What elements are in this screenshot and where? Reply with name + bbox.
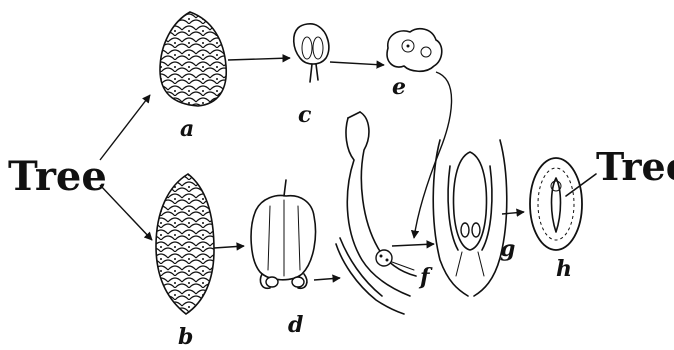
ovule-section-f [336,112,416,314]
label-e: e [392,74,406,100]
ovule-g [433,140,507,296]
label-d: d [288,312,303,338]
arrow-tree-to-a [100,95,150,160]
tree-left-label: Tree [8,153,107,200]
label-a: a [180,116,194,142]
arrow-d-to-f [314,278,340,280]
label-b: b [178,324,193,350]
label-g: g [500,236,515,262]
tree-right-label: Tree [596,144,674,189]
seed-h [530,158,596,250]
arrow-a-to-c [228,58,290,60]
label-f: f [418,264,433,290]
staminate-cone-a [160,12,226,106]
pollen-grain-e [387,29,442,72]
ovulate-cone-b [156,174,214,314]
label-c: c [298,102,312,128]
cone-scale-d [251,180,315,288]
arrow-tree-to-b [100,185,152,240]
arrow-c-to-e [330,62,384,65]
stamen-c [294,24,329,82]
arrow-b-to-d [214,246,244,248]
arrow-g-to-h [502,212,524,214]
label-h: h [556,256,572,282]
arrow-f-to-g [392,244,434,246]
